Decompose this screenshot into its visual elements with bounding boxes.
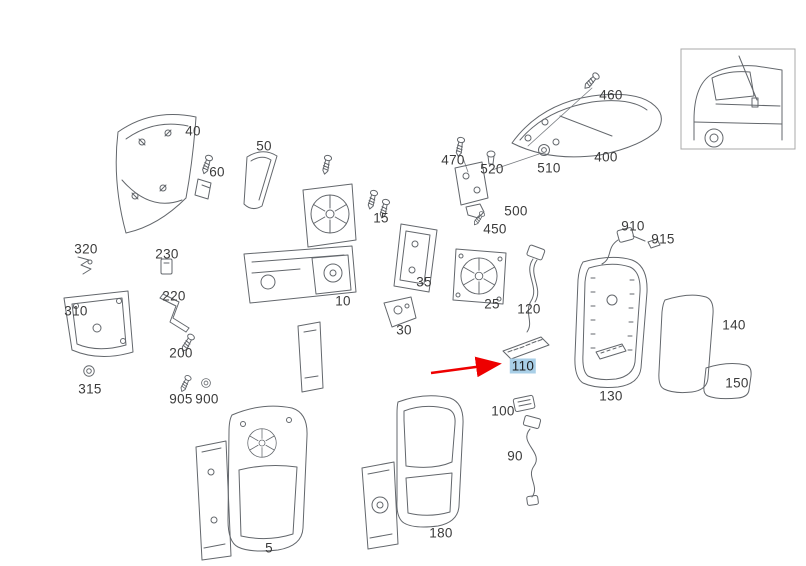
part-label-130[interactable]: 130: [599, 388, 623, 404]
part-230-drawing: [160, 258, 173, 275]
part-label-120[interactable]: 120: [517, 301, 541, 317]
part-40-drawing: [115, 114, 197, 234]
part-label-90[interactable]: 90: [507, 448, 523, 464]
part-510-drawing: [491, 138, 560, 171]
part-60-drawing: [194, 153, 214, 200]
part-label-25[interactable]: 25: [484, 296, 500, 312]
part-30-drawing: [383, 296, 417, 328]
part-400-drawing: [511, 93, 662, 158]
part-label-500[interactable]: 500: [504, 203, 528, 219]
part-320-drawing: [77, 256, 93, 275]
part-310-drawing: [63, 290, 134, 357]
part-130-drawing: [574, 256, 648, 388]
part-915-drawing: [647, 238, 661, 249]
part-500-drawing: [454, 161, 489, 206]
part-label-140[interactable]: 140: [722, 317, 746, 333]
part-10-drawing: [243, 183, 357, 393]
part-180-drawing: [361, 395, 464, 550]
part-label-310[interactable]: 310: [64, 303, 88, 319]
part-label-50[interactable]: 50: [256, 138, 272, 154]
part-520-drawing: [486, 150, 496, 165]
part-label-915[interactable]: 915: [651, 231, 675, 247]
part-label-40[interactable]: 40: [185, 123, 201, 139]
part-50-drawing: [243, 151, 278, 210]
part-110-drawing: [502, 336, 550, 360]
part-label-180[interactable]: 180: [429, 525, 453, 541]
part-label-220[interactable]: 220: [162, 288, 186, 304]
part-470-drawing: [454, 136, 469, 173]
part-label-110[interactable]: 110: [509, 358, 537, 374]
vehicle-thumbnail: [680, 48, 796, 150]
highlight-arrow: [430, 356, 502, 378]
part-150-drawing: [703, 363, 752, 400]
part-label-35[interactable]: 35: [416, 274, 432, 290]
part-label-230[interactable]: 230: [155, 246, 179, 262]
part-90-drawing: [522, 415, 542, 506]
part-label-510[interactable]: 510: [537, 160, 561, 176]
part-label-315[interactable]: 315: [78, 381, 102, 397]
part-label-520[interactable]: 520: [480, 161, 504, 177]
part-label-15[interactable]: 15: [373, 210, 389, 226]
part-label-470[interactable]: 470: [441, 152, 465, 168]
part-450-drawing: [465, 203, 486, 227]
part-label-900[interactable]: 900: [195, 391, 219, 407]
part-label-450[interactable]: 450: [483, 221, 507, 237]
part-910-drawing: [601, 227, 646, 265]
part-5-drawing: [195, 405, 308, 561]
part-label-460[interactable]: 460: [599, 87, 623, 103]
part-label-5[interactable]: 5: [265, 540, 273, 556]
part-label-30[interactable]: 30: [396, 322, 412, 338]
part-140-drawing: [658, 294, 714, 394]
part-label-905[interactable]: 905: [169, 391, 193, 407]
part-100-drawing: [512, 394, 536, 413]
part-label-320[interactable]: 320: [74, 241, 98, 257]
part-label-10[interactable]: 10: [335, 293, 351, 309]
part-220-drawing: [159, 293, 190, 333]
part-label-910[interactable]: 910: [621, 218, 645, 234]
part-120-drawing: [526, 244, 546, 333]
part-460-drawing: [527, 71, 601, 147]
part-label-400[interactable]: 400: [594, 149, 618, 165]
part-25-drawing: [452, 248, 507, 305]
part-label-60[interactable]: 60: [209, 164, 225, 180]
part-label-150[interactable]: 150: [725, 375, 749, 391]
part-35-drawing: [393, 223, 438, 293]
part-label-100[interactable]: 100: [491, 403, 515, 419]
part-label-200[interactable]: 200: [169, 345, 193, 361]
